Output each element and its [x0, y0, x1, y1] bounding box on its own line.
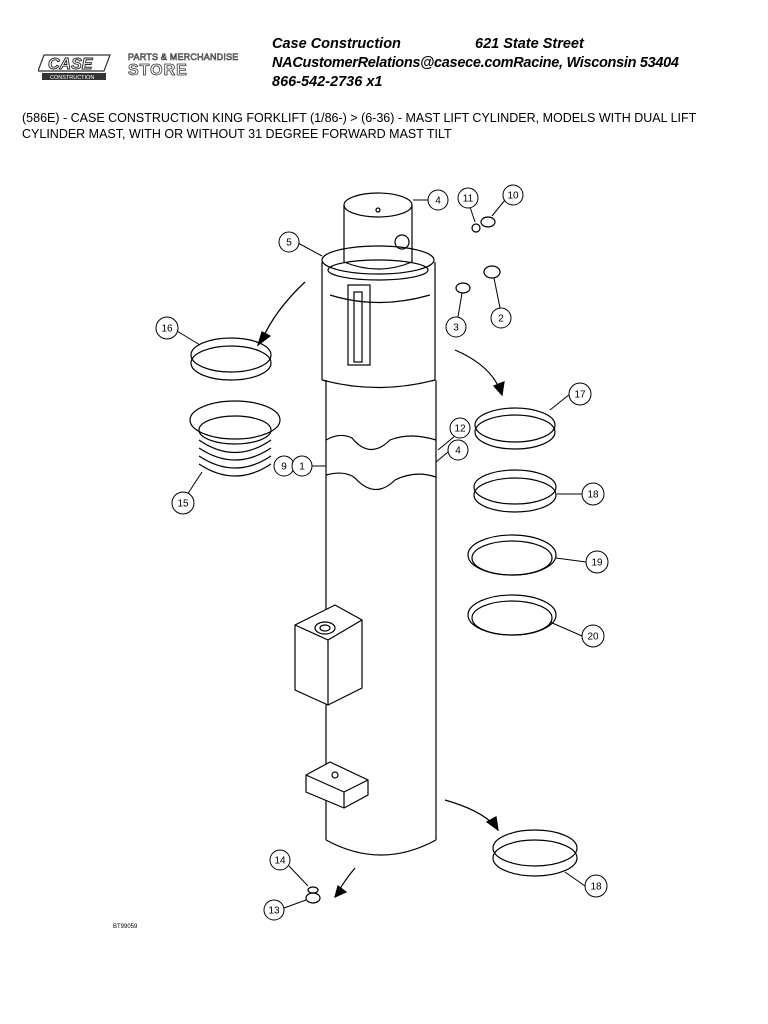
- callout-16: 16: [155, 316, 201, 346]
- callout-18b: 18: [564, 871, 608, 898]
- callout-19: 19: [555, 550, 609, 574]
- bottom-bracket: [305, 761, 369, 809]
- seal-rings: [467, 407, 578, 877]
- store-line2: STORE: [128, 62, 188, 80]
- callout-1: 1: [291, 455, 326, 477]
- svg-text:9: 9: [281, 462, 287, 473]
- logo-brand: CASE: [48, 56, 94, 73]
- callout-9: 9: [273, 455, 295, 477]
- store-line1: PARTS & MERCHANDISE: [128, 52, 239, 63]
- callout-5: 5: [278, 231, 323, 257]
- svg-text:13: 13: [268, 906, 280, 917]
- logo-sub: CONSTRUCTION: [50, 75, 94, 81]
- svg-text:19: 19: [591, 558, 603, 569]
- callout-4a: 4: [413, 189, 449, 211]
- street-address: 621 State Street: [475, 36, 584, 52]
- svg-text:15: 15: [177, 499, 189, 510]
- wiper-and-nut: [189, 337, 281, 477]
- svg-text:17: 17: [574, 390, 586, 401]
- assembly-arrows: [256, 281, 505, 899]
- callout-13: 13: [263, 899, 307, 921]
- svg-text:18: 18: [587, 490, 599, 501]
- svg-text:10: 10: [507, 191, 519, 202]
- svg-text:12: 12: [454, 424, 466, 435]
- svg-text:20: 20: [587, 632, 599, 643]
- svg-text:18: 18: [590, 882, 602, 893]
- callout-11: 11: [457, 187, 479, 223]
- company-name: Case Construction: [272, 36, 401, 52]
- small-parts: [305, 216, 501, 904]
- page-title: (586E) - CASE CONSTRUCTION KING FORKLIFT…: [22, 111, 697, 141]
- callout-20: 20: [549, 621, 605, 648]
- svg-text:2: 2: [498, 314, 504, 325]
- valve-block: [294, 604, 363, 706]
- piston-rod-top: [343, 192, 413, 270]
- email-city: NACustomerRelations@casece.comRacine, Wi…: [272, 55, 679, 71]
- cylinder-barrel: [325, 380, 437, 856]
- drawing-code: BT99059: [113, 924, 138, 930]
- svg-text:4: 4: [455, 446, 461, 457]
- svg-text:5: 5: [286, 238, 292, 249]
- callout-10: 10: [491, 184, 524, 217]
- svg-text:3: 3: [453, 323, 459, 334]
- callout-3: 3: [445, 292, 467, 338]
- case-construction-logo: CASE CONSTRUCTION: [38, 54, 111, 81]
- callout-12: 12: [437, 417, 471, 451]
- svg-text:14: 14: [274, 856, 286, 867]
- svg-text:4: 4: [435, 196, 441, 207]
- callout-18a: 18: [557, 482, 605, 506]
- svg-text:11: 11: [463, 194, 474, 205]
- phone-number: 866-542-2736 x1: [272, 74, 383, 90]
- callout-2: 2: [490, 277, 512, 329]
- svg-text:1: 1: [299, 462, 305, 473]
- parts-store-logo: PARTS & MERCHANDISE STORE: [128, 52, 248, 82]
- svg-text:16: 16: [161, 324, 173, 335]
- callout-15: 15: [171, 471, 203, 515]
- callout-14: 14: [269, 849, 309, 887]
- callout-4b: 4: [435, 439, 469, 463]
- cylinder-gland: [321, 245, 436, 389]
- callouts: 4 11 10 5 2 3 16 17 12 4 9 1 18 15 19 20…: [155, 184, 609, 921]
- callout-17: 17: [549, 382, 592, 411]
